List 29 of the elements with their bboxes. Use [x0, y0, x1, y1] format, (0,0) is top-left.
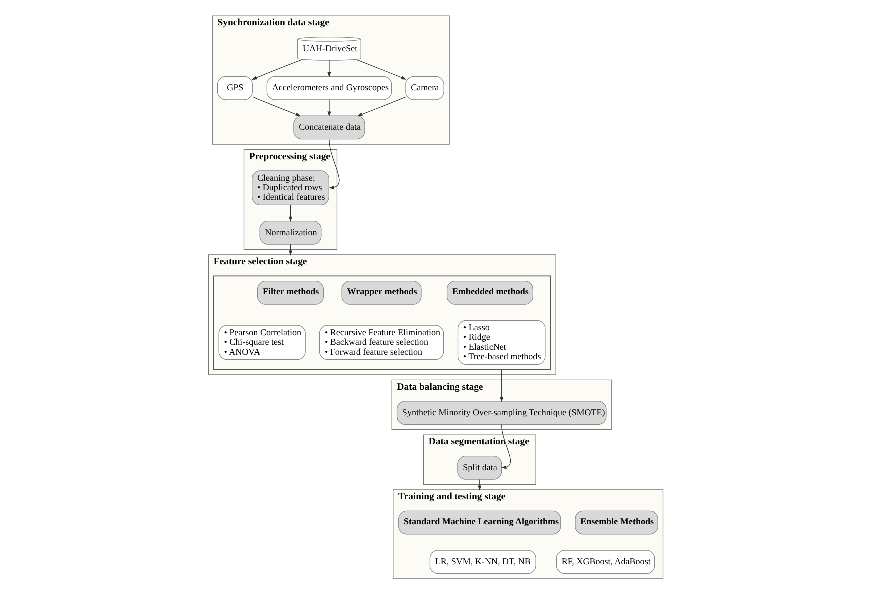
- cluster: [213, 276, 552, 370]
- arrow: [357, 96, 406, 116]
- arrow: [500, 369, 504, 402]
- node-box: Cleaning phase: • Duplicated rows • Identical features: [252, 170, 330, 206]
- node-box: Concatenate data: [294, 116, 366, 140]
- arrow: [328, 60, 332, 78]
- node-box: • Pearson Correlation • Chi-square test • ANOVA: [218, 325, 306, 360]
- arrow: [356, 60, 407, 80]
- node-box: RF, XGBoost, AdaBoost: [556, 550, 656, 574]
- arrow: [252, 96, 302, 116]
- node-box: Split data: [458, 456, 502, 480]
- node-box: Normalization: [260, 221, 322, 245]
- node-box: Wrapper methods: [342, 281, 422, 305]
- node-box: Synthetic Minority Over-sampling Technique (SMOTE): [396, 401, 607, 425]
- arrow: [288, 204, 293, 222]
- arrow: [329, 140, 340, 190]
- arrow: [328, 100, 332, 117]
- node-box: Filter methods: [258, 281, 324, 305]
- arrow: [252, 60, 302, 80]
- node-box: LR, SVM, K-NN, DT, NB: [430, 550, 536, 574]
- node-box: • Lasso • Ridge • ElasticNet • Tree-based methods: [458, 320, 546, 365]
- node-box: Camera: [406, 76, 444, 100]
- node-box: • Recursive Feature Elimination • Backward feature selection • Forward feature selection: [319, 325, 444, 360]
- node-box: GPS: [217, 76, 253, 100]
- node-box: Ensemble Methods: [575, 510, 658, 535]
- arrow: [502, 425, 512, 470]
- node-box: Standard Machine Learning Algorithms: [398, 510, 562, 535]
- node-box: Embedded methods: [446, 281, 534, 305]
- node-box: Accelerometers and Gyroscopes: [266, 76, 392, 100]
